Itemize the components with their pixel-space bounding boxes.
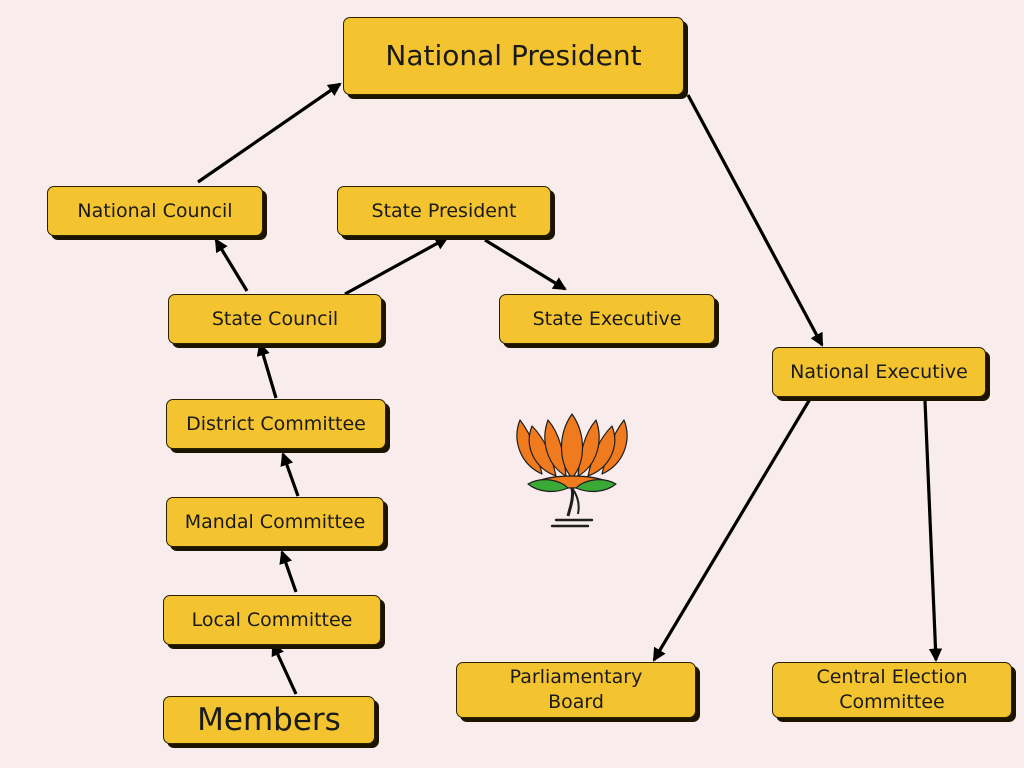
node-label: Central Election Committee [816, 666, 968, 713]
node-label: District Committee [186, 412, 366, 435]
node-local-committee: Local Committee [163, 595, 381, 645]
edge-district-to-statecouncil [256, 342, 278, 399]
node-national-executive: National Executive [772, 347, 986, 397]
edge-statepresident-to-stateexecutive [484, 238, 567, 291]
node-state-executive: State Executive [499, 294, 715, 344]
node-district-committee: District Committee [166, 399, 386, 449]
edge-nationalpresident-to-nationalexecutive [686, 94, 824, 347]
edge-members-to-local [271, 642, 298, 695]
node-state-president: State President [337, 186, 551, 236]
node-label: State Executive [532, 307, 682, 330]
node-label: State Council [211, 307, 339, 330]
edge-nationalcouncil-to-nationalpresident [197, 82, 342, 184]
node-state-council: State Council [168, 294, 382, 344]
edge-nationalexecutive-to-parliamentary [652, 398, 812, 662]
node-members: Members [163, 696, 375, 744]
lotus-icon [516, 413, 628, 528]
node-mandal-committee: Mandal Committee [166, 497, 384, 547]
node-label: National Council [77, 199, 233, 222]
node-label: Members [197, 701, 341, 738]
node-central-election-committee: Central Election Committee [772, 662, 1012, 718]
node-label: National President [385, 38, 642, 72]
edge-local-to-mandal [279, 550, 298, 593]
node-label: Mandal Committee [184, 510, 366, 533]
node-national-president: National President [343, 17, 684, 95]
node-label: National Executive [790, 360, 968, 383]
edge-mandal-to-district [280, 452, 300, 497]
node-label: Parliamentary Board [509, 666, 643, 713]
node-national-council: National Council [47, 186, 263, 236]
edge-statecouncil-to-statepresident [344, 236, 449, 296]
node-label: Local Committee [191, 608, 353, 631]
edge-statecouncil-to-nationalcouncil [214, 238, 249, 292]
node-parliamentary-board: Parliamentary Board [456, 662, 696, 718]
edge-nationalexecutive-to-centralelection [923, 400, 943, 663]
node-label: State President [371, 199, 517, 222]
